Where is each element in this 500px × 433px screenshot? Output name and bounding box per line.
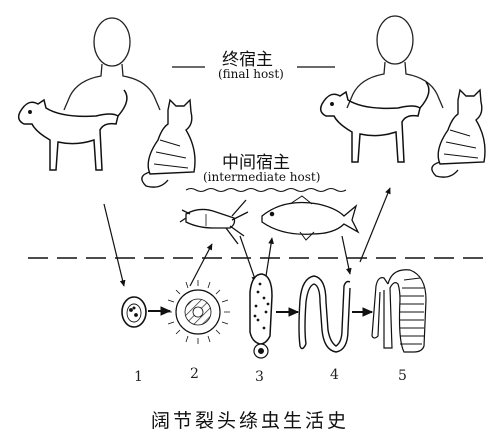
stage-3-procercoid: [249, 273, 273, 359]
diagram-caption: 阔节裂头绦虫生活史: [150, 410, 349, 432]
stage-5-adult-tapeworm: [371, 269, 427, 353]
arrow-copepod-to-procercoid: [239, 235, 257, 283]
final-host-label-cn: 终宿主: [222, 50, 273, 70]
human-figure-left: [63, 17, 161, 111]
arrow-procercoid-to-fish: [265, 237, 274, 277]
life-cycle-arrows: [103, 187, 391, 317]
arrow-coracidium-to-copepod: [189, 243, 213, 287]
stage-1-egg: [121, 296, 147, 328]
intermediate-host-label-cn: 中间宿主: [222, 153, 290, 173]
stage-number-5: 5: [398, 368, 407, 384]
dog-right: [319, 81, 430, 163]
stage-number-3: 3: [255, 369, 264, 385]
human-figure-right: [346, 15, 444, 109]
final-host-label-en: (final host): [218, 67, 284, 81]
arrow-fish-to-adult: [341, 235, 352, 275]
stage-number-1: 1: [134, 369, 143, 385]
arrow-adult-to-final-host: [359, 187, 391, 263]
arrow-host-to-egg: [103, 203, 126, 287]
stage-4-plerocercoid: [298, 275, 351, 353]
cat-left: [141, 98, 196, 188]
fish-figure: [261, 195, 360, 241]
dog-left: [17, 89, 128, 171]
copepod-figure: [179, 199, 249, 245]
stage-number-2: 2: [190, 366, 199, 382]
intermediate-host-label-en: (intermediate host): [203, 170, 321, 184]
stage-number-4: 4: [330, 367, 339, 383]
water-wave-line: [185, 187, 347, 193]
stage-2-coracidium: [166, 280, 230, 344]
cat-right: [431, 88, 486, 178]
